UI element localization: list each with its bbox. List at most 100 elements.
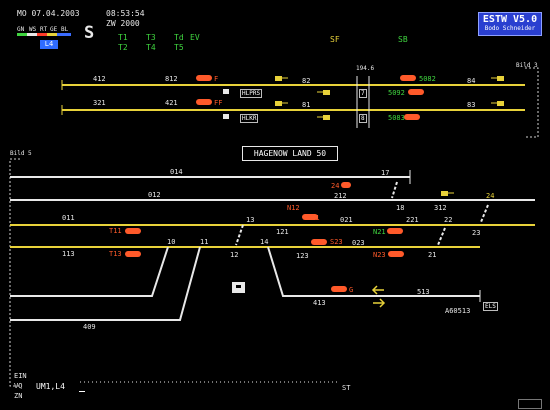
signal-label: 24	[331, 182, 340, 190]
key-t1[interactable]: T1	[118, 33, 128, 42]
signal-yellow-icon[interactable]	[275, 101, 288, 106]
track-label: 012	[148, 191, 161, 199]
siding-409[interactable]	[10, 246, 201, 321]
crossover-23[interactable]	[480, 204, 489, 223]
crossing-box-7[interactable]: 7	[359, 89, 367, 98]
signal-red-icon[interactable]	[408, 89, 424, 95]
train-number: A60513	[445, 307, 471, 315]
signal-label: 5092	[388, 89, 405, 97]
legend-ws: WS	[29, 26, 37, 33]
signal-red-icon[interactable]	[331, 286, 347, 292]
footer-vq: VQ	[14, 382, 23, 390]
track-label: 121	[276, 228, 289, 236]
signal-yellow-icon[interactable]	[317, 90, 330, 95]
track-label: 021	[340, 216, 353, 224]
command-input[interactable]: UM1,L4	[36, 382, 65, 391]
track-label: 83	[467, 101, 476, 109]
signal-red-icon[interactable]	[404, 114, 420, 120]
signal-red-icon[interactable]	[196, 75, 212, 81]
status-st: ST	[342, 384, 351, 392]
signal-red-icon[interactable]	[400, 75, 416, 81]
footer-ein: EIN	[14, 372, 27, 380]
signal-label: 5083	[388, 114, 405, 122]
track-label: 10	[167, 238, 176, 246]
route-box-hlkr[interactable]: HLKR	[240, 114, 259, 123]
station-name: HAGENOW LAND 50	[242, 146, 338, 161]
level-badge[interactable]: L4	[40, 40, 58, 49]
track-label: 221	[406, 216, 419, 224]
siding-1[interactable]	[10, 246, 169, 297]
track-label: 84	[467, 77, 476, 85]
signal-red-icon[interactable]	[196, 99, 212, 105]
bild3-frame	[525, 67, 539, 138]
cursor	[79, 391, 85, 392]
track-label: 409	[83, 323, 96, 331]
track-label: 812	[165, 75, 178, 83]
mode-indicator[interactable]: S	[84, 23, 95, 43]
signal-yellow-icon[interactable]	[317, 115, 330, 120]
signal-red-icon[interactable]	[311, 239, 327, 245]
station-building-icon[interactable]	[232, 282, 245, 293]
signal-white-icon[interactable]	[223, 89, 229, 94]
track-label: 123	[296, 252, 309, 260]
crossing-box-8[interactable]: 8	[359, 114, 367, 123]
signal-yellow-icon[interactable]	[491, 101, 504, 106]
legend-blue	[57, 33, 71, 36]
track-label: 513	[417, 288, 430, 296]
signal-red-icon[interactable]	[125, 251, 141, 257]
route-box-hlprs[interactable]: HLPRS	[240, 89, 263, 98]
signal-red-icon[interactable]	[341, 182, 351, 188]
date: MO 07.04.2003	[17, 9, 80, 18]
signal-yellow-icon[interactable]	[491, 76, 504, 81]
signal-red-icon[interactable]	[125, 228, 141, 234]
track-label: 113	[62, 250, 75, 258]
track-label: 312	[434, 204, 447, 212]
sf-indicator[interactable]: SF	[330, 35, 340, 44]
legend-white	[27, 33, 37, 36]
signal-label: 24	[486, 192, 495, 200]
crossover-13[interactable]	[235, 224, 244, 246]
signal-red-icon[interactable]	[302, 214, 318, 220]
signal-label: S23	[330, 238, 343, 246]
legend-green	[17, 33, 27, 36]
legend-bl: BL	[61, 26, 69, 33]
signal-red-icon[interactable]	[387, 228, 403, 234]
logo-author: Bodo Schneider	[484, 25, 536, 32]
bild3-label: Bild 3	[516, 62, 538, 69]
track-label: 421	[165, 99, 178, 107]
key-t3[interactable]: T3	[146, 33, 156, 42]
arrow-right-icon[interactable]	[373, 298, 386, 308]
signal-white-icon[interactable]	[223, 114, 229, 119]
key-t4[interactable]: T4	[146, 43, 156, 52]
signal-label: T13	[109, 250, 122, 258]
key-td[interactable]: Td	[174, 33, 184, 42]
track-label: 014	[170, 168, 183, 176]
key-t2[interactable]: T2	[118, 43, 128, 52]
signal-yellow-icon[interactable]	[275, 76, 288, 81]
track-label: 11	[200, 238, 209, 246]
bild5-frame	[9, 158, 20, 387]
track-label: 81	[302, 101, 311, 109]
track-label: 23	[472, 229, 481, 237]
timezone: ZW 2000	[106, 19, 140, 28]
legend-yellow	[47, 33, 57, 36]
sb-indicator[interactable]: SB	[398, 35, 408, 44]
arrow-left-icon[interactable]	[371, 285, 384, 295]
key-ev[interactable]: EV	[190, 33, 200, 42]
time: 08:53:54	[106, 9, 145, 18]
crossover-22[interactable]	[437, 227, 446, 246]
signal-label: N12	[287, 204, 300, 212]
track-label: 21	[428, 251, 437, 259]
crossover-18[interactable]	[391, 181, 398, 199]
signal-label: 5082	[419, 75, 436, 83]
track-label: 212	[334, 192, 347, 200]
track-label: 321	[93, 99, 106, 107]
key-t5[interactable]: T5	[174, 43, 184, 52]
els-box[interactable]: ELS	[483, 302, 498, 311]
branch-14[interactable]	[267, 246, 290, 297]
track-label: 22	[444, 216, 453, 224]
track-label: 82	[302, 77, 311, 85]
legend-red	[37, 33, 47, 36]
signal-red-icon[interactable]	[388, 251, 404, 257]
signal-yellow-icon[interactable]	[441, 191, 454, 196]
